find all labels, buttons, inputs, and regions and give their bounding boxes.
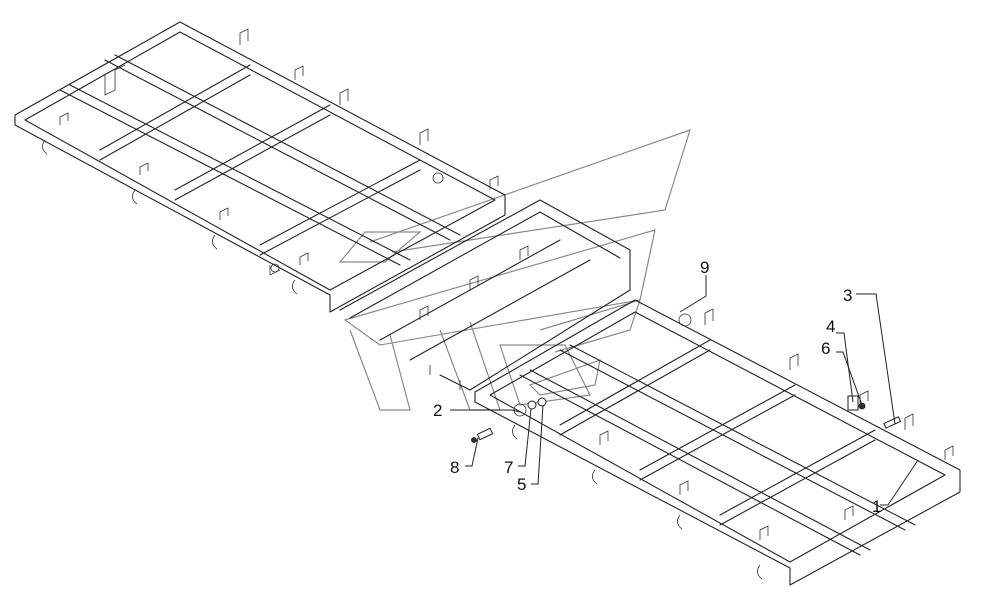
- nut-8: [471, 437, 477, 443]
- callout-4: 4: [826, 317, 835, 336]
- washer-7: [527, 400, 537, 410]
- watermark-logo: [338, 129, 691, 411]
- callout-9: 9: [700, 258, 709, 277]
- callout-7: 7: [504, 458, 513, 477]
- callout-labels: 9 3 4 6 2 8 7 5 1: [433, 258, 881, 516]
- callout-5: 5: [517, 475, 526, 494]
- callout-8: 8: [450, 458, 459, 477]
- front-harrow-frame: [474, 299, 961, 586]
- washer-5: [537, 397, 547, 407]
- hardware-parts: [471, 395, 902, 443]
- callout-6: 6: [821, 339, 830, 358]
- rear-harrow-frame: [14, 21, 506, 313]
- callout-3: 3: [843, 286, 852, 305]
- pin-3: [883, 416, 902, 429]
- leader-lines: [450, 275, 919, 506]
- bolt-8: [476, 427, 494, 441]
- nut-6: [858, 402, 866, 410]
- plate-4: [847, 395, 859, 411]
- middle-frame-section: [339, 199, 631, 391]
- callout-2: 2: [433, 401, 442, 420]
- callout-1: 1: [872, 497, 881, 516]
